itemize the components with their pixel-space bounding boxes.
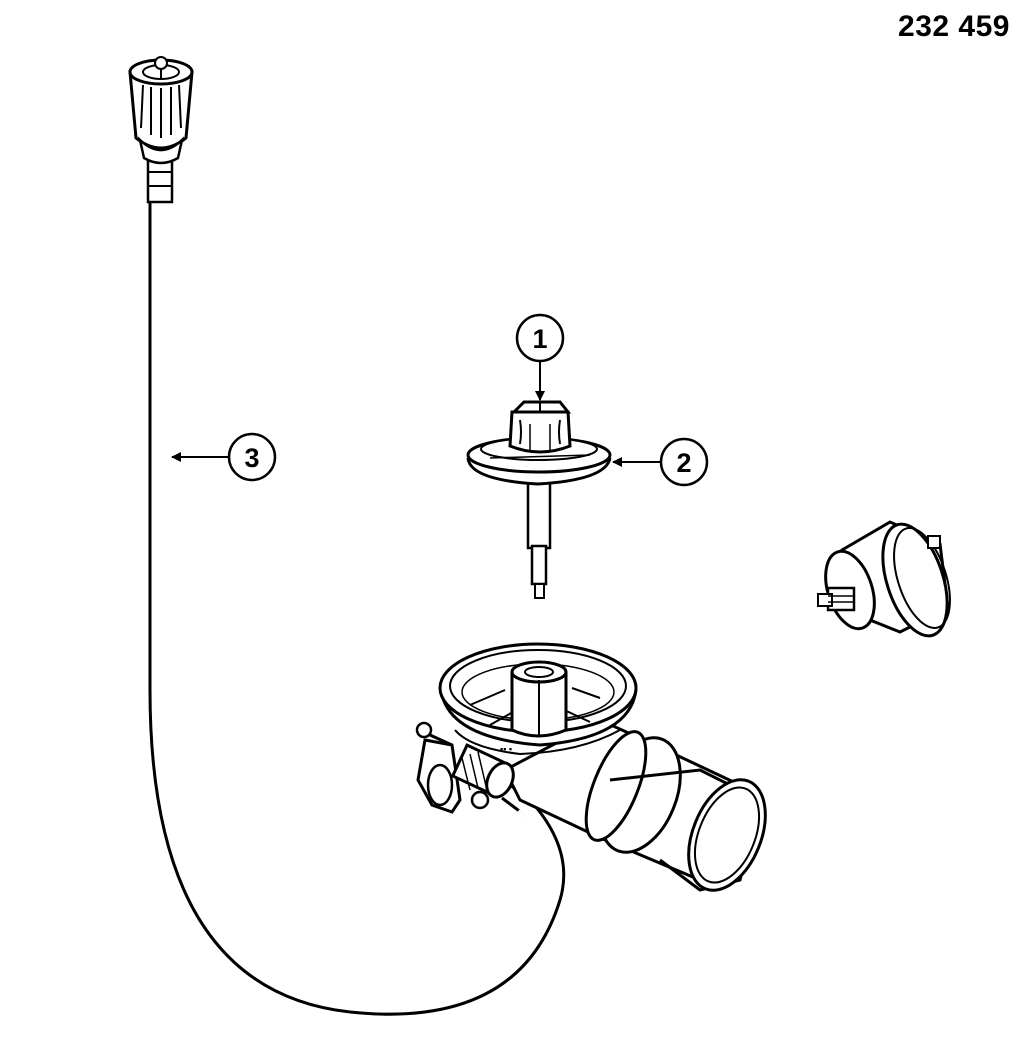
hose-knurled-nut (128, 56, 194, 165)
valve-stem-assembly (466, 400, 612, 599)
stem-tip (534, 583, 545, 599)
burner-regulator-body: ▪▪ ▪ (415, 642, 767, 892)
stem-shaft-lower (530, 544, 548, 586)
callout-1-label: 1 (532, 324, 547, 354)
callout-2-label: 2 (676, 448, 691, 478)
callout-1: 1 (515, 313, 565, 401)
hose-ferrule (146, 158, 174, 204)
hose-tube-outer (148, 200, 566, 1016)
callout-2: 2 (612, 437, 709, 487)
callout-3: 3 (171, 432, 277, 482)
callout-3-label: 3 (244, 443, 259, 473)
gas-cartridge (817, 520, 951, 638)
hose-assembly (128, 56, 566, 1016)
valve-knob (508, 400, 572, 454)
rim-marking: ▪▪ ▪ (500, 744, 512, 754)
hose-tube-inner (166, 200, 548, 998)
drawing-number: 232 459 (898, 10, 1010, 43)
valve-fitting (450, 743, 515, 810)
